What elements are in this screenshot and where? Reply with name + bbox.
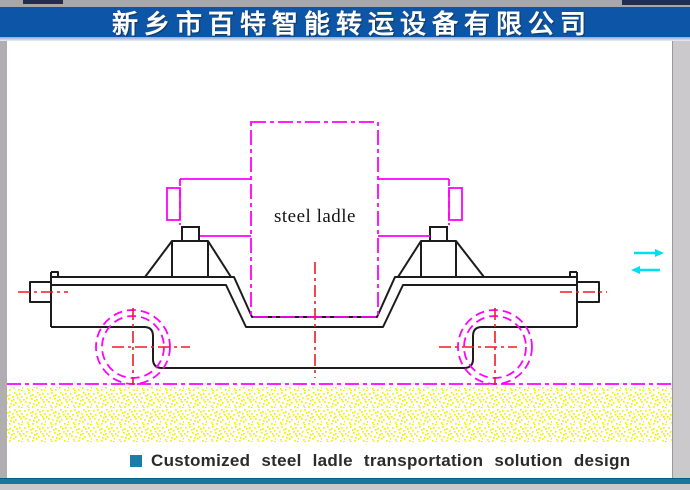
trunnion-pin-left bbox=[166, 187, 181, 221]
pedestal-right-outline bbox=[397, 240, 485, 278]
direction-arrows bbox=[631, 249, 664, 274]
caption-text: Customized steel ladle transportation so… bbox=[151, 451, 631, 470]
steel-ladle-outline bbox=[250, 121, 379, 318]
window-bottom-strip bbox=[0, 484, 690, 490]
arrow-right-icon bbox=[634, 249, 664, 257]
ground-hatch bbox=[7, 387, 672, 442]
cart-deck-bottom-line bbox=[51, 284, 577, 328]
company-header-bar: 新乡市百特智能转运设备有限公司 bbox=[0, 7, 690, 39]
cart-right-edge bbox=[569, 271, 578, 327]
transfer-cart bbox=[29, 226, 600, 369]
pedestal-block-left bbox=[181, 226, 200, 242]
cart-left-edge bbox=[50, 271, 59, 327]
caption-bullet-icon bbox=[130, 455, 142, 467]
centerline-wheel-right bbox=[439, 308, 517, 385]
top-strip-artifact-left bbox=[23, 0, 63, 4]
window-top-strip bbox=[0, 0, 690, 7]
cart-frame-bottom bbox=[51, 326, 577, 369]
sheet-right-margin bbox=[672, 41, 690, 478]
pedestal-block-right bbox=[429, 226, 448, 242]
arrow-left-icon bbox=[631, 266, 660, 274]
ladle-trunnion-left bbox=[166, 178, 251, 237]
ladle-trunnion-right bbox=[378, 178, 463, 237]
company-name: 新乡市百特智能转运设备有限公司 bbox=[111, 8, 592, 39]
header-underline bbox=[0, 37, 690, 41]
top-strip-artifact-right bbox=[622, 0, 690, 5]
footer-accent-bar bbox=[0, 478, 690, 484]
steel-ladle: steel ladle bbox=[166, 121, 463, 318]
rail-ground bbox=[7, 383, 672, 442]
pedestal-left-outline bbox=[144, 240, 232, 278]
centerline-wheel-left bbox=[112, 308, 190, 385]
caption: Customized steel ladle transportation so… bbox=[130, 451, 630, 471]
trunnion-pin-right bbox=[448, 187, 463, 221]
steel-ladle-label: steel ladle bbox=[274, 206, 356, 227]
pedestal-left bbox=[144, 226, 232, 278]
centerlines bbox=[18, 262, 607, 385]
pedestal-right bbox=[397, 226, 485, 278]
sheet-left-margin bbox=[0, 41, 7, 478]
